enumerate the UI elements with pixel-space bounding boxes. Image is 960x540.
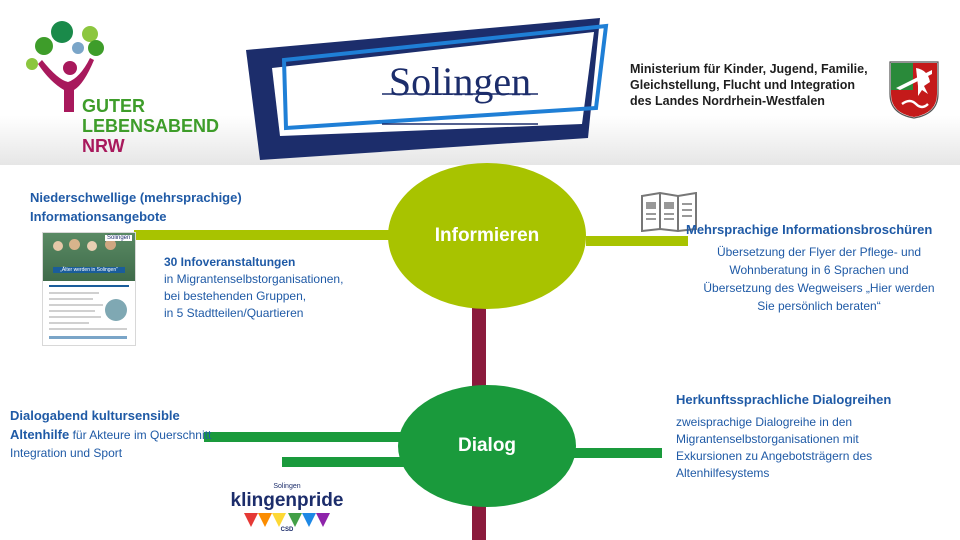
informieren-left-connector: [134, 230, 394, 240]
flyer-thumbnail[interactable]: Solingen „Älter werden in Solingen“: [42, 232, 136, 346]
dialog-left-text-1: für Akteure im Querschnitt: [72, 428, 212, 442]
dialog-left-text-2: Integration und Sport: [10, 446, 123, 460]
flyer-brand: Solingen: [105, 235, 133, 241]
solingen-logo: [236, 10, 616, 165]
info-left-title-line-1: Niederschwellige (mehrsprachige): [30, 190, 242, 205]
dialog-right-text: zweisprachige Dialogreihe in den Migrant…: [676, 414, 872, 482]
info-right-title: Mehrsprachige Informationsbroschüren: [686, 222, 933, 237]
logo-wordmark: GUTER LEBENSABEND NRW: [82, 96, 219, 156]
informieren-bubble: Informieren: [388, 163, 586, 309]
flyer-headline: „Älter werden in Solingen“: [53, 267, 125, 273]
logo-line-nrw: NRW: [82, 136, 125, 156]
dialog-label: Dialog: [457, 435, 517, 456]
dialog-right-title: Herkunftssprachliche Dialogreihen: [676, 392, 892, 407]
dialog-left-connector-2: [282, 457, 412, 467]
dialog-left-title-line-2: Altenhilfe: [10, 427, 70, 442]
info-events-title: 30 Infoveranstaltungen: [164, 255, 296, 269]
pride-small: Solingen: [273, 483, 301, 490]
dialog-right-line-3: Exkursionen zu Angebotsträgern des: [676, 449, 873, 463]
pride-big: klingenpride: [230, 490, 344, 511]
info-events-line-3: in 5 Stadtteilen/Quartieren: [164, 306, 304, 320]
ministry-line-2: Gleichstellung, Flucht und Integration: [630, 78, 855, 92]
dialog-left-title-line-1: Dialogabend kultursensible: [10, 408, 180, 423]
pride-flag-icon: [228, 513, 346, 531]
logo-line-guter: GUTER: [82, 96, 145, 116]
dialog-right-line-4: Altenhilfesystems: [676, 466, 770, 480]
brochure-icon: [640, 191, 700, 233]
nrw-coat-of-arms-icon: [888, 60, 940, 120]
info-events-line-2: bei bestehenden Gruppen,: [164, 289, 307, 303]
dialog-right-line-2: Migrantenselbstorganisationen mit: [676, 432, 859, 446]
info-right-line-4: Sie persönlich beraten“: [757, 299, 881, 313]
info-left-title-line-2: Informationsangebote: [30, 209, 167, 224]
dialog-left-connector-1: [204, 432, 404, 442]
dialog-bubble: Dialog: [398, 385, 576, 507]
klingenpride-logo: Solingen klingenpride CSD: [228, 482, 346, 538]
informieren-right-connector: [586, 236, 688, 246]
info-events-line-1: in Migrantenselbstorganisationen,: [164, 272, 344, 286]
city-name: Solingen: [388, 59, 532, 104]
flyer-photo: Solingen „Älter werden in Solingen“: [43, 233, 135, 281]
info-right-text: Übersetzung der Flyer der Pflege- und Wo…: [696, 243, 942, 315]
info-right-line-1: Übersetzung der Flyer der Pflege- und: [716, 245, 922, 259]
flyer-badge-icon: [105, 299, 127, 321]
info-events: 30 Infoveranstaltungen in Migrantenselbs…: [164, 254, 343, 322]
tree-logo-icon: [24, 20, 114, 116]
info-left-title: Niederschwellige (mehrsprachige) Informa…: [30, 188, 242, 226]
logo-line-lebensabend: LEBENSABEND: [82, 116, 220, 136]
dialog-right-line-1: zweisprachige Dialogreihe in den: [676, 415, 853, 429]
ministry-line-3: des Landes Nordrhein-Westfalen: [630, 94, 825, 108]
ministry-text: Ministerium für Kinder, Jugend, Familie,…: [630, 61, 868, 109]
ministry-line-1: Ministerium für Kinder, Jugend, Familie,: [630, 62, 868, 76]
informieren-label: Informieren: [434, 225, 540, 246]
info-right-line-2: Wohnberatung in 6 Sprachen und: [729, 263, 909, 277]
dialog-right-connector: [574, 448, 662, 458]
info-right-line-3: Übersetzung des Wegweisers „Hier werden: [703, 281, 935, 295]
pride-tag: CSD: [280, 527, 294, 533]
dialog-left: Dialogabend kultursensible Altenhilfe fü…: [10, 406, 211, 461]
